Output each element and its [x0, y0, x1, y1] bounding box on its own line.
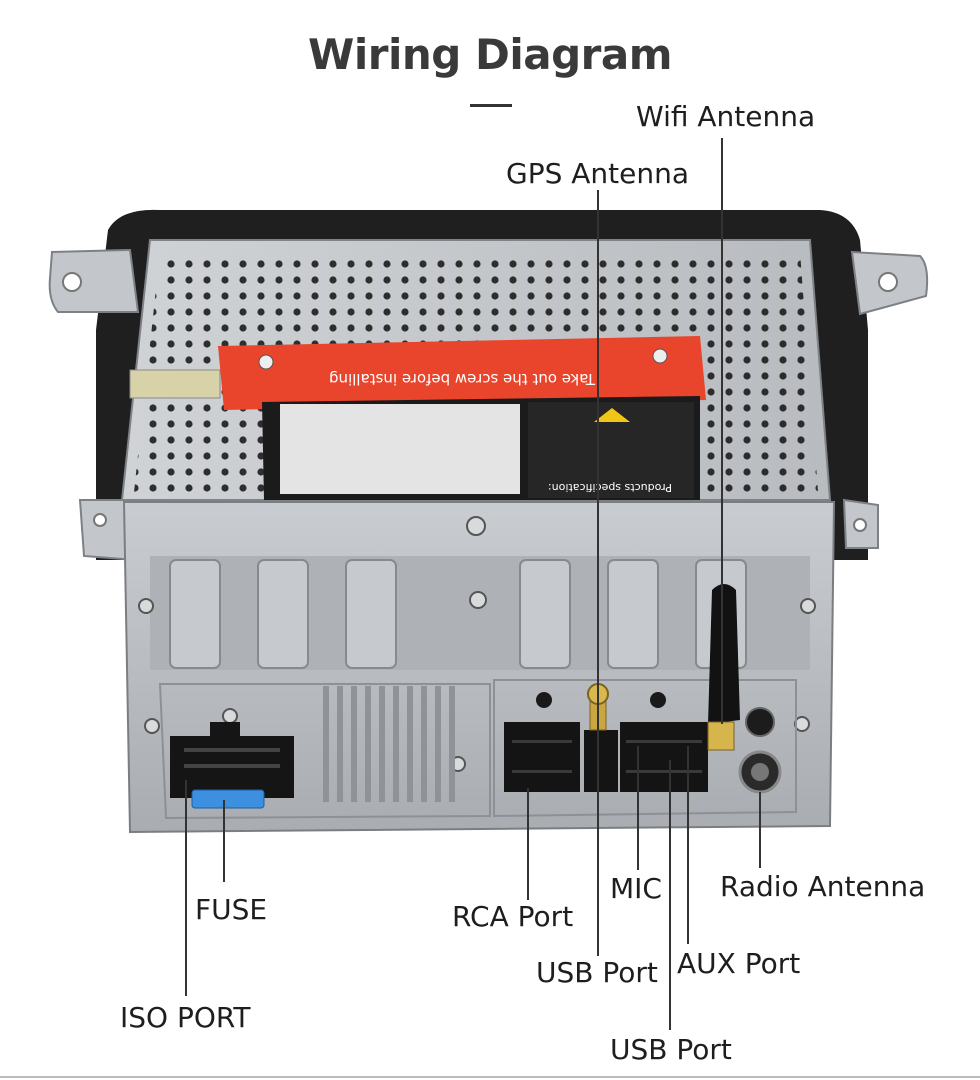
label-mic: MIC — [610, 872, 662, 905]
spec-label: Products specification: — [262, 396, 700, 500]
label-usb-port-1: USB Port — [536, 956, 658, 989]
label-iso-port: ISO PORT — [120, 1001, 251, 1034]
iso-connector — [170, 722, 294, 798]
leader-lines — [185, 138, 761, 1030]
label-gps-antenna: GPS Antenna — [506, 157, 690, 190]
label-radio-antenna: Radio Antenna — [720, 870, 926, 903]
label-rca-port: RCA Port — [452, 900, 574, 933]
mounting-ears — [48, 248, 929, 562]
label-wifi-antenna: Wifi Antenna — [636, 100, 816, 133]
sticker-warning-text: Take out the screw before installing — [329, 370, 596, 388]
title-underline — [470, 104, 512, 107]
multi-connectors — [504, 722, 708, 792]
spec-heading-text: Products specification: — [548, 481, 672, 494]
label-aux-port: AUX Port — [677, 947, 801, 980]
bottom-divider — [0, 1076, 980, 1078]
warning-sticker: Take out the screw before installing — [218, 336, 706, 410]
label-fuse: FUSE — [195, 893, 268, 926]
page-title: Wiring Diagram — [308, 30, 672, 79]
fuse — [191, 789, 265, 809]
label-usb-port-2: USB Port — [610, 1033, 732, 1066]
